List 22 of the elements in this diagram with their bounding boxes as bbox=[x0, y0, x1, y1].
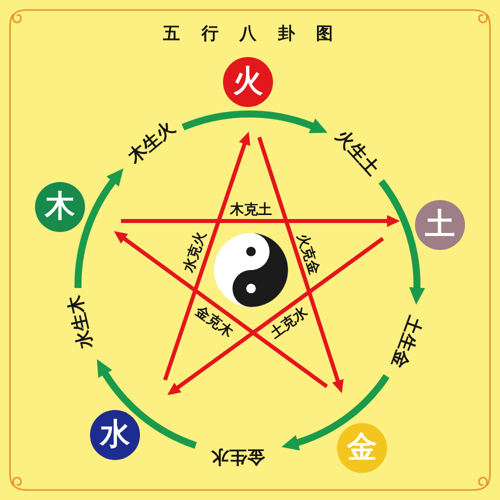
title: 五行八卦图 bbox=[163, 26, 333, 43]
curved-arrow bbox=[96, 360, 197, 449]
cycle-label: 水生木 bbox=[66, 294, 96, 350]
curved-arrow bbox=[182, 110, 328, 134]
cycle-label: 火生土 bbox=[332, 126, 382, 180]
element-circle: 水 bbox=[90, 410, 140, 460]
curved-arrow bbox=[74, 168, 123, 288]
arrow bbox=[167, 236, 384, 396]
element-circle: 金 bbox=[337, 423, 387, 473]
element-circle: 土 bbox=[415, 200, 465, 250]
edge-label: 木克土 bbox=[229, 203, 273, 217]
cycle-label: 土生金 bbox=[388, 314, 424, 370]
cycle-label: 金生水 bbox=[211, 447, 265, 465]
cycle-label: 木生火 bbox=[126, 118, 178, 168]
curved-arrow bbox=[282, 374, 390, 450]
arrow bbox=[114, 231, 328, 388]
arrow bbox=[257, 136, 344, 394]
element-circle: 火 bbox=[223, 57, 273, 107]
element-circle: 木 bbox=[35, 182, 85, 232]
arrow bbox=[163, 132, 250, 381]
arrow bbox=[121, 215, 400, 227]
curved-arrow bbox=[378, 179, 425, 305]
